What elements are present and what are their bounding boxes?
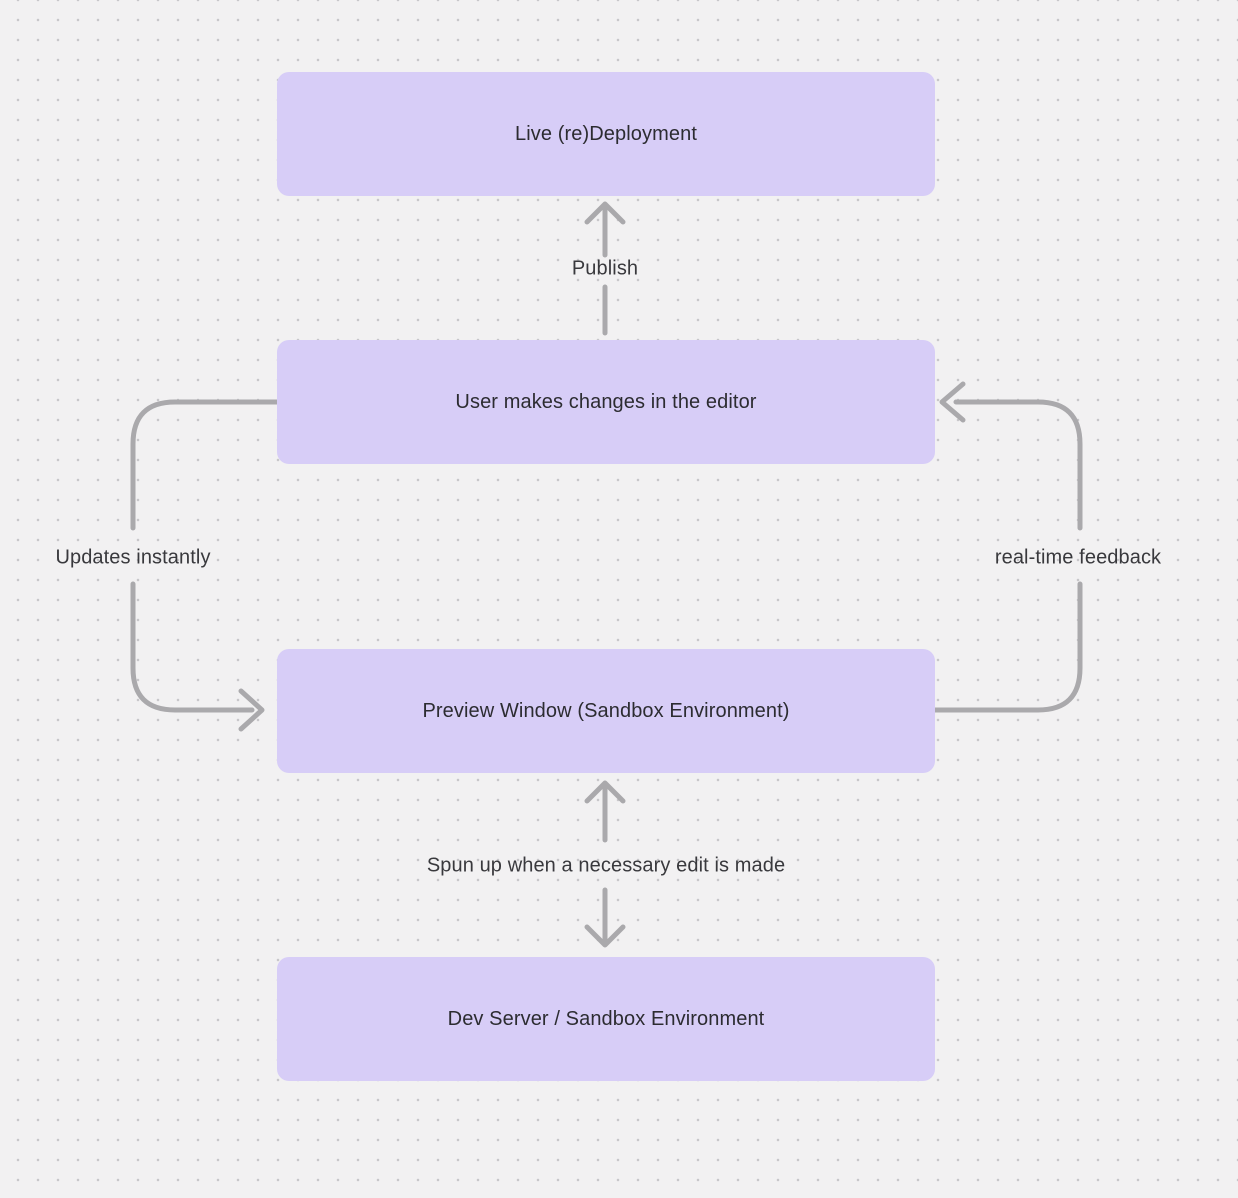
edge-label-spun-up: Spun up when a necessary edit is made: [426, 854, 786, 877]
node-preview-window[interactable]: Preview Window (Sandbox Environment): [277, 649, 935, 773]
edge-label-publish: Publish: [571, 257, 639, 280]
edge-spun-up-arrow[interactable]: [584, 780, 626, 948]
edge-updates-instantly-arrow[interactable]: [130, 399, 280, 732]
node-label: Preview Window (Sandbox Environment): [422, 699, 790, 722]
arrow-head-up-icon[interactable]: [584, 201, 626, 225]
arrow-head-up-icon[interactable]: [584, 780, 626, 804]
edge-publish-arrow[interactable]: [584, 201, 626, 336]
node-label: Dev Server / Sandbox Environment: [447, 1007, 765, 1030]
arrow-head-right-icon[interactable]: [238, 688, 265, 732]
arrow-head-down-icon[interactable]: [584, 924, 626, 948]
arrow-line[interactable]: [130, 399, 280, 531]
arrow-line[interactable]: [932, 581, 1083, 713]
arrow-line[interactable]: [953, 399, 1083, 531]
node-user-editor[interactable]: User makes changes in the editor: [277, 340, 935, 464]
arrow-head-left-icon[interactable]: [939, 381, 966, 423]
edge-label-real-time-feedback: real-time feedback: [994, 546, 1162, 569]
node-label: User makes changes in the editor: [455, 390, 757, 413]
edge-real-time-feedback-arrow[interactable]: [932, 381, 1083, 713]
node-live-redeployment[interactable]: Live (re)Deployment: [277, 72, 935, 196]
arrow-line[interactable]: [130, 581, 255, 713]
node-label: Live (re)Deployment: [515, 122, 697, 145]
node-dev-server[interactable]: Dev Server / Sandbox Environment: [277, 957, 935, 1081]
edge-label-updates-instantly: Updates instantly: [55, 546, 211, 569]
